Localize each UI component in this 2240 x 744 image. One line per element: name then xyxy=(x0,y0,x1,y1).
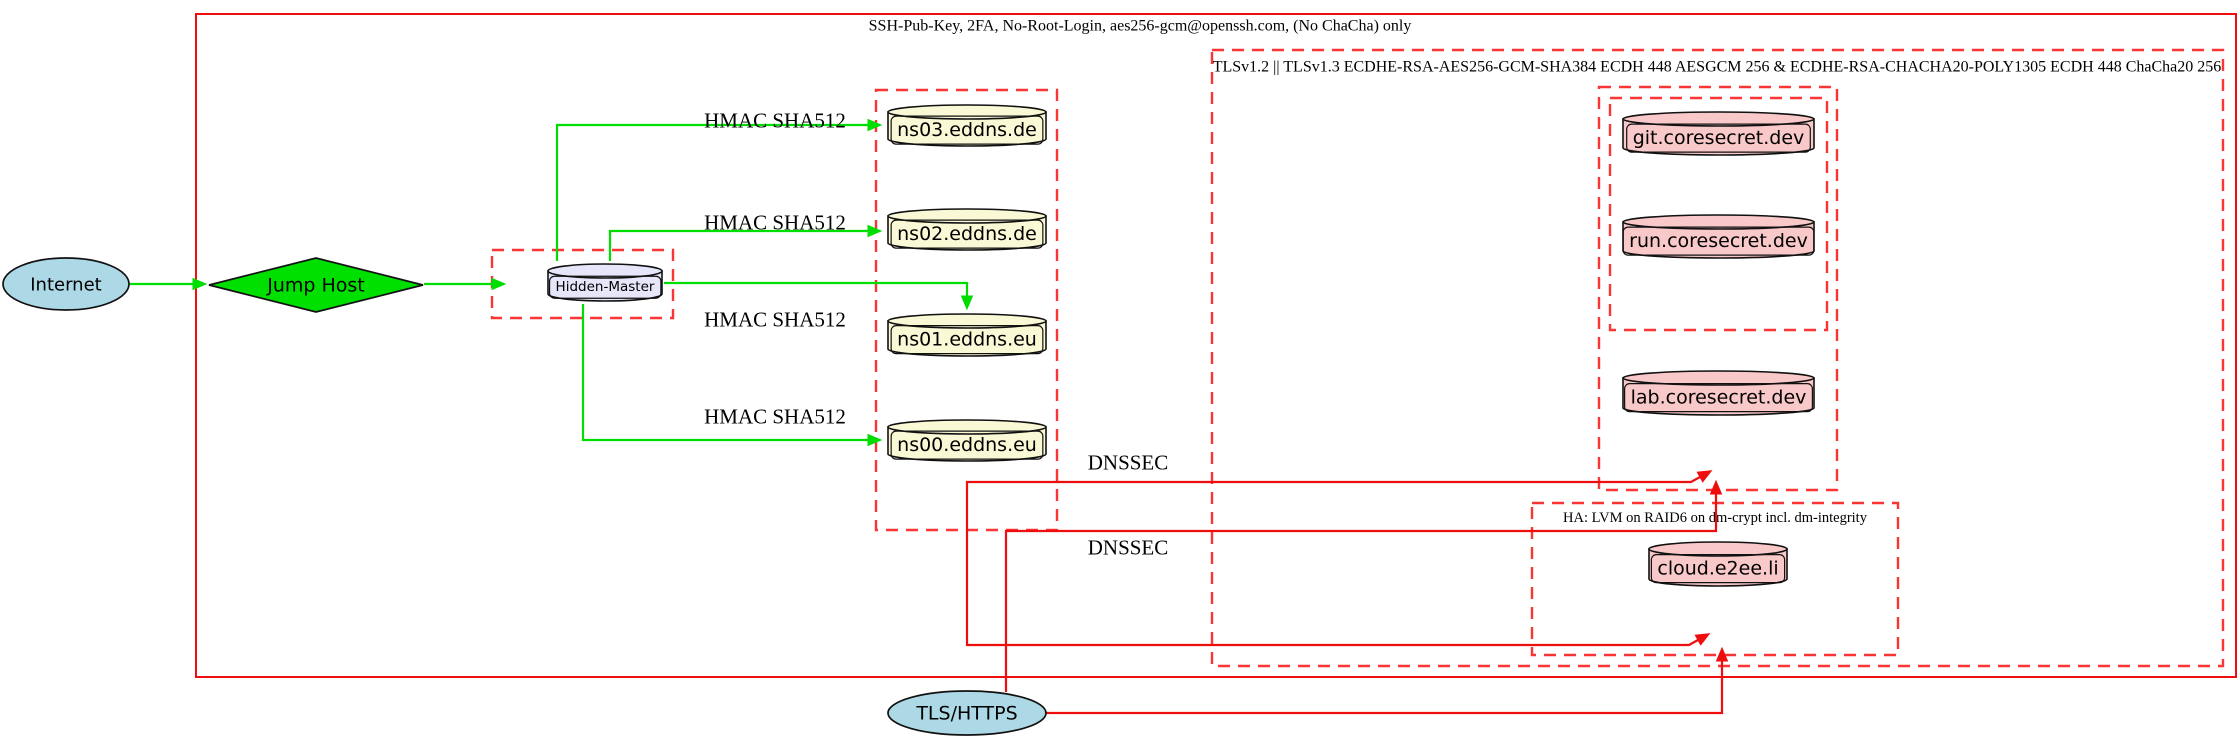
node-lab-label-box xyxy=(1624,383,1813,413)
edge-internet-to-jumphost-arrowhead-icon xyxy=(192,277,208,291)
edge-dns-to-hacluster-dnssec-arrowhead-icon xyxy=(1694,633,1711,646)
edge-hiddenmaster-to-ns03 xyxy=(555,123,868,261)
node-ns02-label-box xyxy=(890,219,1044,249)
node-ns00-label: ns00.eddns.eu xyxy=(897,434,1037,456)
edge-label-hmac-ns00: HMAC SHA512 xyxy=(704,404,846,428)
edge-label-hmac-ns01: HMAC SHA512 xyxy=(704,307,846,331)
node-run-label: run.coresecret.dev xyxy=(1629,230,1808,252)
node-cloud-label-box xyxy=(1650,554,1786,584)
cluster-tls-label: TLSv1.2 || TLSv1.3 ECDHE-RSA-AES256-GCM-… xyxy=(1213,59,2222,76)
node-ns03-label: ns03.eddns.de xyxy=(897,119,1037,141)
node-git-top-rim xyxy=(1622,111,1815,127)
node-run-top-rim xyxy=(1622,214,1815,230)
node-ns03-label-box xyxy=(890,115,1044,145)
node-lab: lab.coresecret.dev xyxy=(1622,370,1815,416)
edge-label-dnssec-web: DNSSEC xyxy=(1088,450,1169,474)
node-lab-label: lab.coresecret.dev xyxy=(1631,387,1807,409)
node-ns00-top-rim xyxy=(887,419,1047,435)
node-ns01-top-rim xyxy=(887,313,1047,329)
node-git: git.coresecret.dev xyxy=(1622,111,1815,156)
node-lab-top-rim xyxy=(1622,370,1815,386)
edge-label-dnssec-ha: DNSSEC xyxy=(1088,535,1169,559)
edge-tlshttps-to-hacluster-arrowhead-icon xyxy=(1715,646,1729,662)
edge-hiddenmaster-to-ns00 xyxy=(581,304,868,442)
node-internet-label: Internet xyxy=(30,274,101,295)
node-ns02: ns02.eddns.de xyxy=(887,208,1047,251)
node-ns02-label: ns02.eddns.de xyxy=(897,223,1037,245)
node-git-label: git.coresecret.dev xyxy=(1633,127,1805,149)
edge-label-hmac-ns03: HMAC SHA512 xyxy=(704,108,846,132)
node-cloud: cloud.e2ee.li xyxy=(1648,541,1788,587)
node-hidden-master: Hidden-Master xyxy=(547,263,663,302)
node-run: run.coresecret.dev xyxy=(1622,214,1815,259)
node-hidden-master-label: Hidden-Master xyxy=(556,279,655,295)
cluster-ssh-box xyxy=(195,13,2237,678)
edge-label-hmac-ns02: HMAC SHA512 xyxy=(704,210,846,234)
node-ns01-label-box xyxy=(890,325,1044,355)
edge-tlshttps-to-webcluster-arrowhead-icon xyxy=(1709,479,1723,495)
node-cloud-top-rim xyxy=(1648,541,1788,557)
cluster-dns-box xyxy=(874,88,1059,532)
edge-dns-to-hacluster-dnssec xyxy=(965,530,1699,647)
node-ns03-top-rim xyxy=(887,104,1047,120)
node-hidden-master-top-rim xyxy=(547,263,663,279)
node-jump-host-shape xyxy=(208,257,424,313)
node-git-label-box xyxy=(1626,123,1811,153)
node-ns02-top-rim xyxy=(887,208,1047,224)
node-lab-body xyxy=(1622,377,1815,416)
node-jump-host-label: Jump Host xyxy=(266,275,365,297)
node-ns03: ns03.eddns.de xyxy=(887,104,1047,147)
edge-hiddenmaster-to-ns01-arrowhead-icon xyxy=(960,295,974,311)
cluster-web-inner-box xyxy=(1608,96,1829,332)
edge-jumphost-to-hiddenmaster-arrowhead-icon xyxy=(491,277,507,291)
node-ns01: ns01.eddns.eu xyxy=(887,313,1047,357)
edge-hiddenmaster-to-ns02 xyxy=(608,229,868,261)
edge-tlshttps-to-webcluster xyxy=(1004,494,1718,692)
node-run-label-box xyxy=(1622,226,1815,256)
cluster-ssh-label: SSH-Pub-Key, 2FA, No-Root-Login, aes256-… xyxy=(869,18,1412,35)
edge-tlshttps-to-hacluster xyxy=(1046,661,1724,715)
edge-dns-to-webcluster-dnssec-arrowhead-icon xyxy=(1696,470,1713,483)
edge-hiddenmaster-to-ns02-arrowhead-icon xyxy=(867,224,883,238)
edge-hiddenmaster-to-ns03-arrowhead-icon xyxy=(867,118,883,132)
node-tls-https-shape xyxy=(887,690,1047,736)
node-internet-shape xyxy=(2,257,130,311)
edge-hiddenmaster-to-ns00-arrowhead-icon xyxy=(867,433,883,447)
node-tls-https-label: TLS/HTTPS xyxy=(915,703,1017,725)
cluster-tls-box xyxy=(1210,48,2225,668)
node-ns01-label: ns01.eddns.eu xyxy=(897,329,1037,351)
node-cloud-label: cloud.e2ee.li xyxy=(1657,558,1778,580)
edge-hiddenmaster-to-ns01 xyxy=(664,281,969,296)
edge-dns-to-webcluster-dnssec xyxy=(965,476,1701,530)
node-ns00-label-box xyxy=(890,430,1044,460)
node-run-body xyxy=(1622,221,1815,259)
node-ns00: ns00.eddns.eu xyxy=(887,419,1047,462)
node-hidden-master-label-box xyxy=(548,275,662,299)
